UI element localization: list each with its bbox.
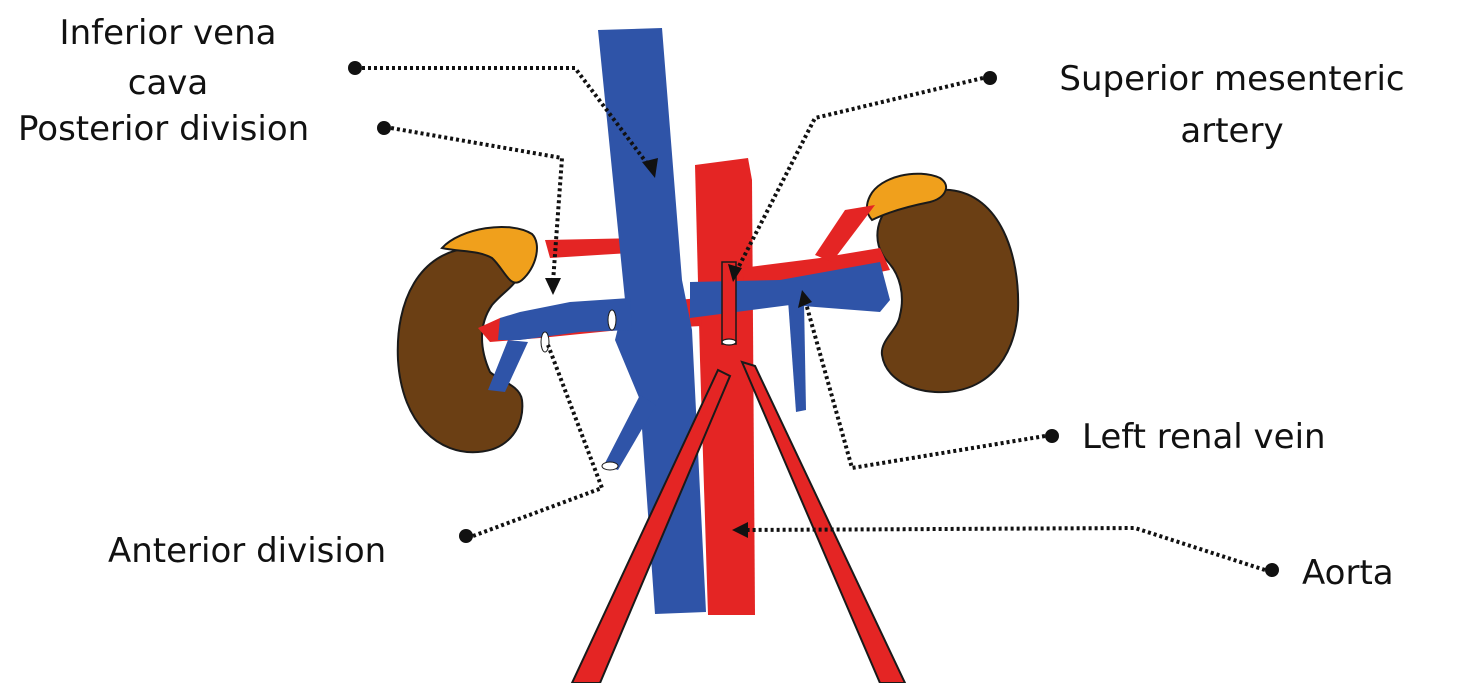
label-ivc-line1: Inferior vena [60, 13, 277, 53]
ivc-branch-cut [608, 310, 616, 330]
sma-leader-dot [983, 71, 997, 85]
gonadal-vein-cut [602, 462, 618, 470]
label-anterior-division: Anterior division [108, 531, 386, 571]
right-kidney [398, 248, 523, 452]
left-gonadal-vein [788, 300, 806, 412]
anterior-leader-dot [459, 529, 473, 543]
label-sma-line1: Superior mesenteric [1059, 59, 1404, 99]
label-ivc-line2: cava [128, 63, 208, 103]
label-left-renal-vein: Left renal vein [1082, 417, 1326, 457]
left-renal-vein-leader-dot [1045, 429, 1059, 443]
label-aorta: Aorta [1302, 553, 1394, 593]
anatomy-illustration [398, 28, 1018, 683]
posterior-leader-dot [377, 121, 391, 135]
aorta-leader-dot [1265, 563, 1279, 577]
ivc-leader-dot [348, 61, 362, 75]
sma-opening [722, 339, 736, 345]
label-posterior-division: Posterior division [18, 109, 309, 149]
right-renal-artery-cut [541, 332, 549, 352]
label-sma-line2: artery [1180, 111, 1283, 151]
right-lower-vein-branch [488, 340, 528, 392]
left-kidney [877, 190, 1018, 393]
left-iliac-artery [742, 362, 905, 683]
